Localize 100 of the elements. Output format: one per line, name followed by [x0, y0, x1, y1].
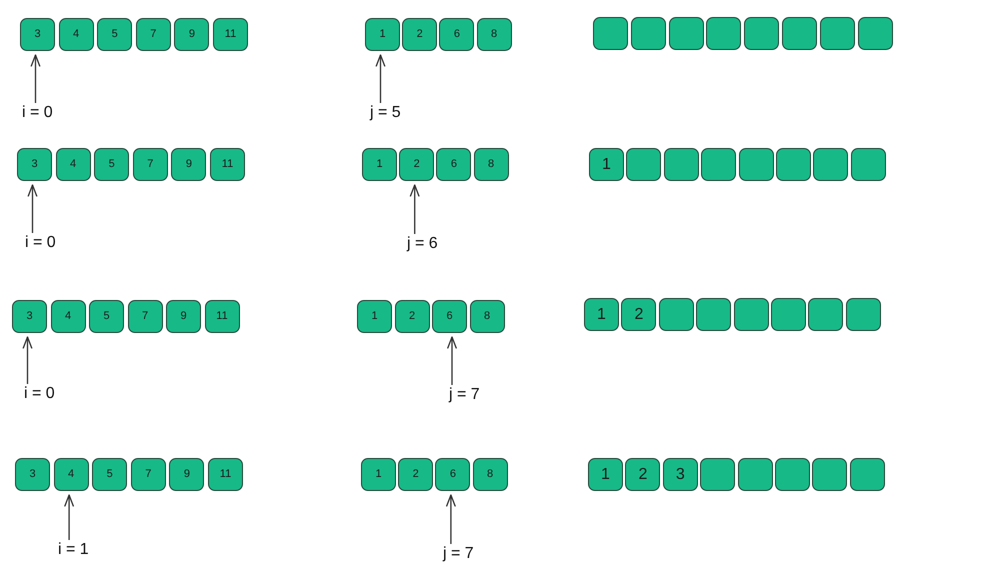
array-cell — [402, 18, 438, 51]
array-cell — [94, 148, 130, 181]
array-cell — [436, 148, 472, 181]
array-cell — [701, 148, 736, 181]
pointer-label: i = 1 — [58, 541, 89, 559]
pointer-label: i = 0 — [25, 234, 56, 252]
array-cell — [850, 458, 885, 491]
cell-value: 8 — [491, 29, 498, 40]
cell-value: 5 — [103, 311, 110, 322]
cell-value: 4 — [68, 469, 74, 480]
array-cell — [700, 458, 736, 491]
array-cell — [706, 17, 742, 50]
cell-value: 6 — [446, 311, 453, 322]
array-cell — [17, 148, 52, 181]
cell-value: 5 — [108, 159, 115, 170]
cell-value: 11 — [220, 469, 232, 480]
cell-value: 6 — [450, 469, 456, 480]
pointer-label: i = 0 — [24, 385, 55, 403]
pointer-arrow — [410, 184, 420, 234]
array-cell — [132, 148, 168, 181]
pointer-label: i = 0 — [22, 104, 53, 122]
pointer-label: j = 6 — [407, 235, 438, 253]
array-cell — [210, 148, 245, 181]
cell-value: 1 — [379, 29, 386, 40]
pointer-arrow — [64, 494, 74, 540]
array-cell — [658, 298, 694, 331]
array-cell — [204, 300, 240, 333]
array-cell — [439, 18, 474, 51]
array-cell — [588, 458, 623, 491]
array-cell — [12, 300, 47, 333]
pointer-arrow — [22, 336, 33, 384]
pointer-label: j = 5 — [370, 104, 401, 122]
array-cell — [775, 458, 810, 491]
array-cell — [808, 298, 844, 331]
cell-value: 3 — [26, 311, 33, 322]
array-cell — [136, 18, 171, 51]
cell-value: 2 — [416, 29, 423, 40]
array-cell — [813, 148, 848, 181]
array-cell — [668, 17, 704, 50]
array-cell — [58, 18, 94, 51]
cell-value: 1 — [371, 311, 378, 322]
array-cell — [166, 300, 201, 333]
array-cell — [208, 458, 243, 491]
array-cell — [470, 300, 504, 333]
array-cell — [846, 298, 881, 331]
cell-value: 2 — [414, 159, 420, 170]
array-cell — [476, 18, 512, 51]
cell-value: 1 — [375, 469, 382, 480]
cell-value: 9 — [188, 29, 195, 40]
array-cell — [435, 458, 470, 491]
array-cell — [394, 300, 430, 333]
array-cell — [584, 298, 619, 331]
cell-value: 7 — [150, 29, 156, 40]
cell-value: 1 — [602, 156, 611, 172]
cell-value: 8 — [488, 159, 494, 170]
cell-value: 3 — [29, 469, 36, 480]
array-cell — [771, 298, 806, 331]
array-cell — [744, 17, 780, 50]
array-cell — [782, 17, 817, 50]
array-cell — [213, 18, 248, 51]
cell-value: 7 — [142, 311, 148, 322]
cell-value: 3 — [676, 466, 685, 482]
cell-value: 5 — [112, 29, 118, 40]
array-cell — [630, 17, 666, 50]
array-cell — [850, 148, 886, 181]
array-cell — [89, 300, 124, 333]
array-cell — [820, 17, 855, 50]
array-cell — [398, 458, 434, 491]
cell-value: 1 — [601, 466, 610, 482]
cell-value: 9 — [184, 469, 190, 480]
cell-value: 1 — [376, 159, 383, 170]
cell-value: 11 — [222, 159, 234, 170]
pointer-arrow — [446, 494, 456, 544]
cell-value: 6 — [454, 29, 460, 40]
cell-value: 9 — [186, 159, 192, 170]
array-cell — [15, 458, 50, 491]
cell-value: 4 — [73, 29, 80, 40]
array-cell — [662, 458, 698, 491]
array-cell — [357, 300, 392, 333]
array-cell — [626, 148, 662, 181]
array-cell — [858, 17, 893, 50]
array-cell — [621, 298, 656, 331]
cell-value: 2 — [412, 469, 419, 480]
array-cell — [812, 458, 848, 491]
array-cell — [589, 148, 624, 181]
pointer-arrow — [30, 54, 41, 103]
array-cell — [399, 148, 434, 181]
cell-value: 3 — [34, 29, 41, 40]
array-cell — [171, 148, 206, 181]
array-cell — [365, 18, 400, 51]
array-cell — [169, 458, 204, 491]
pointer-arrow — [446, 336, 458, 385]
pointer-label: j = 7 — [449, 386, 480, 404]
cell-value: 6 — [450, 159, 457, 170]
array-cell — [174, 18, 210, 51]
array-cell — [696, 298, 732, 331]
cell-value: 3 — [31, 159, 38, 170]
cell-value: 4 — [64, 311, 72, 322]
cell-value: 8 — [487, 469, 494, 480]
array-cell — [593, 17, 628, 50]
